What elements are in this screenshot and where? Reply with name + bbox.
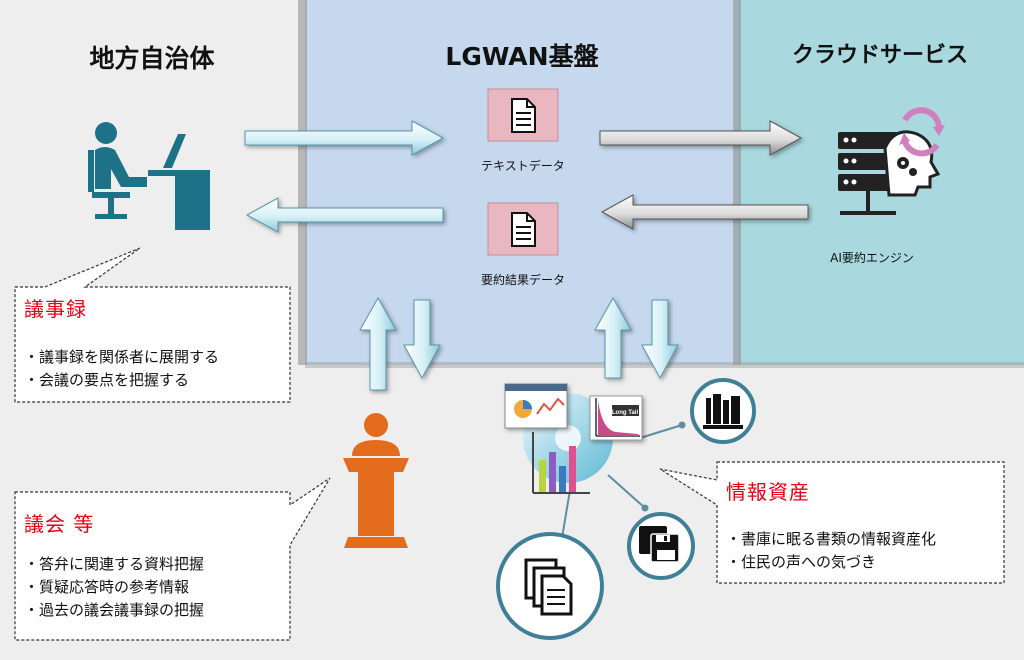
callout-assembly-item: ・答弁に関連する資料把握: [24, 555, 205, 573]
callout-assembly-item: ・質疑応答時の参考情報: [24, 578, 190, 596]
callout-assembly: 議会 等 ・答弁に関連する資料把握 ・質疑応答時の参考情報 ・過去の議会議事録の…: [15, 492, 290, 640]
documents-icon: [496, 532, 604, 640]
lgwan-title: LGWAN基盤: [445, 42, 599, 71]
text-data-label: テキストデータ: [481, 159, 565, 173]
office-worker-icon: [88, 122, 210, 230]
local-gov-title: 地方自治体: [89, 44, 215, 73]
callout-assets: 情報資産 ・書庫に眠る書類の情報資産化 ・住民の声への気づき: [717, 462, 1004, 583]
long-tail-label: Long Tail: [612, 410, 639, 416]
summary-data-document-icon: [487, 202, 559, 256]
books-icon: [690, 378, 756, 444]
arrow-podium-down: [403, 299, 441, 380]
floppy-disks-icon: [627, 512, 695, 580]
arrow-gov-to-lgwan: [244, 120, 445, 156]
arrow-podium-up: [359, 296, 397, 391]
bar-chart-icon: [532, 432, 590, 494]
ai-engine-icon: [838, 107, 945, 215]
callout-minutes-item: ・会議の要点を把握する: [24, 371, 190, 389]
callout-assembly-shape: [14, 477, 331, 641]
callout-minutes-item: ・議事録を関係者に展開する: [24, 348, 220, 366]
dashboard-chart-icon: [504, 383, 568, 429]
arrow-cloud-to-lgwan: [600, 194, 809, 230]
callout-assets-shape: [659, 461, 1005, 584]
summary-data-label: 要約結果データ: [480, 273, 566, 287]
callout-assets-item: ・書庫に眠る書類の情報資産化: [726, 530, 937, 548]
arrow-assets-up: [594, 296, 632, 379]
callout-assembly-item: ・過去の議会議事録の把握: [24, 601, 205, 619]
ai-engine-label: AI要約エンジン: [830, 251, 914, 265]
arrow-assets-down: [641, 299, 679, 380]
podium-speaker-icon: [343, 413, 409, 548]
info-asset-cluster: [496, 378, 756, 640]
text-data-document-icon: [487, 88, 559, 142]
callout-assets-title: 情報資産: [726, 480, 810, 504]
callout-minutes: 議事録 ・議事録を関係者に展開する ・会議の要点を把握する: [15, 287, 290, 402]
callout-assembly-title: 議会 等: [24, 512, 95, 536]
cloud-title: クラウドサービス: [791, 43, 969, 68]
callout-assets-item: ・住民の声への気づき: [726, 553, 877, 571]
arrow-lgwan-to-cloud: [599, 120, 803, 156]
arrow-lgwan-to-gov: [245, 197, 444, 233]
callout-minutes-shape: [14, 247, 291, 403]
long-tail-chart-icon: [589, 395, 643, 441]
callout-minutes-title: 議事録: [24, 297, 87, 321]
